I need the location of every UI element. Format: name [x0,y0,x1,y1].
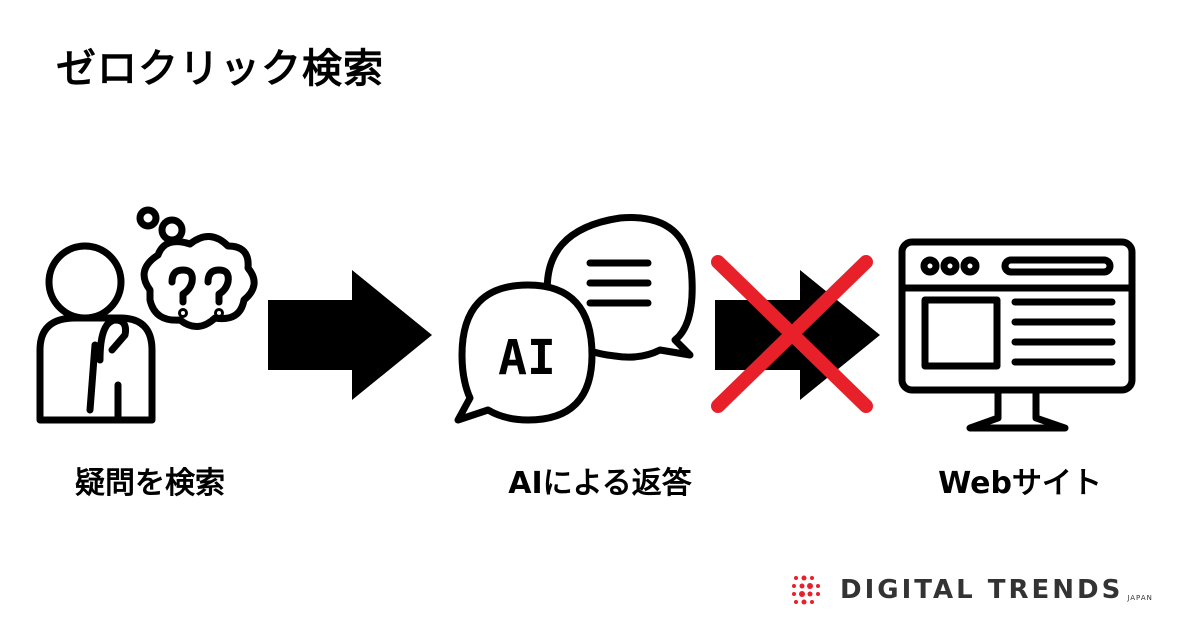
step-label-ai-answer: AIによる返答 [508,466,692,501]
cross-mark-icon [711,255,873,413]
brand-dots-icon [792,575,820,605]
website-monitor-icon [898,238,1136,432]
ai-chat-bubbles-icon [454,214,696,424]
brand-logo: DIGITAL TRENDS JAPAN [790,572,1153,608]
ai-bubble-text: AI [498,330,556,386]
step-label-search: 疑問を検索 [75,466,225,501]
thinking-person-icon [36,206,258,424]
page-title: ゼロクリック検索 [56,46,384,92]
arrow-right-icon [268,270,432,400]
brand-sub: JAPAN [1127,594,1153,602]
brand-name: DIGITAL TRENDS [840,575,1124,605]
step-label-website: Webサイト [938,466,1102,501]
